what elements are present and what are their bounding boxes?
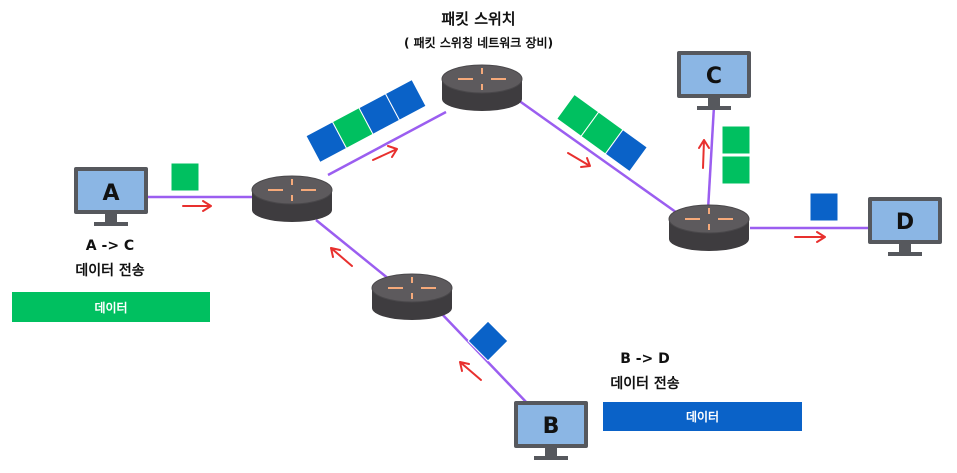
packet-train-r1-r2	[305, 78, 427, 164]
monitor-icon	[74, 167, 148, 226]
arrows	[182, 139, 826, 381]
link-r3-b	[439, 311, 529, 405]
host-b: B	[514, 401, 588, 460]
router-icon-r2	[441, 64, 523, 111]
packet-icon-d	[809, 192, 839, 222]
router-icon-r1	[251, 175, 333, 222]
links	[148, 98, 868, 405]
packet-train-r2-r4	[556, 93, 648, 173]
arrow-icon	[182, 200, 212, 212]
arrow-icon	[459, 361, 482, 381]
packet-icon	[384, 78, 427, 121]
flow-a-caption: 데이터 전송	[75, 263, 145, 279]
packet-icon-c-2	[721, 155, 751, 185]
monitor-icon	[677, 51, 751, 110]
host-label-c: C	[706, 64, 722, 89]
link-r2-r4	[517, 98, 681, 217]
link-r4-c	[706, 105, 716, 211]
arrow-icon	[567, 152, 591, 168]
arrow-icon	[372, 145, 398, 161]
monitor-icon	[868, 197, 942, 256]
flow-b-caption: 데이터 전송	[610, 376, 680, 392]
arrow-icon	[794, 231, 826, 243]
packet-icon-b	[467, 320, 509, 362]
page-subtitle: ( 패킷 스위칭 네트워크 장비)	[403, 36, 554, 50]
flow-a-route: A -> C	[85, 238, 135, 254]
flow-b-data-bar-label: 데이터	[685, 410, 720, 424]
page-title: 패킷 스위치	[441, 10, 516, 28]
packet-icon-c-1	[721, 125, 751, 155]
flow-a-data-bar: 데이터	[12, 292, 210, 322]
flow-b-data-bar: 데이터	[603, 402, 802, 431]
monitor-icon	[514, 401, 588, 460]
packet-icon-a	[170, 162, 200, 192]
host-c: C	[677, 51, 751, 110]
link-r1-r3	[315, 219, 401, 289]
packet-icon	[604, 128, 648, 173]
host-label-d: D	[896, 210, 914, 235]
host-a: A	[74, 167, 148, 226]
arrow-icon	[698, 139, 710, 169]
host-d: D	[868, 197, 942, 256]
link-r1-r2	[327, 110, 447, 177]
router-icon-r3	[371, 273, 453, 320]
host-label-a: A	[102, 181, 119, 206]
flow-b-route: B -> D	[620, 351, 670, 367]
host-label-b: B	[543, 414, 560, 439]
router-icon-r4	[668, 204, 750, 251]
flow-a-data-bar-label: 데이터	[94, 300, 128, 315]
arrow-icon	[330, 247, 353, 267]
